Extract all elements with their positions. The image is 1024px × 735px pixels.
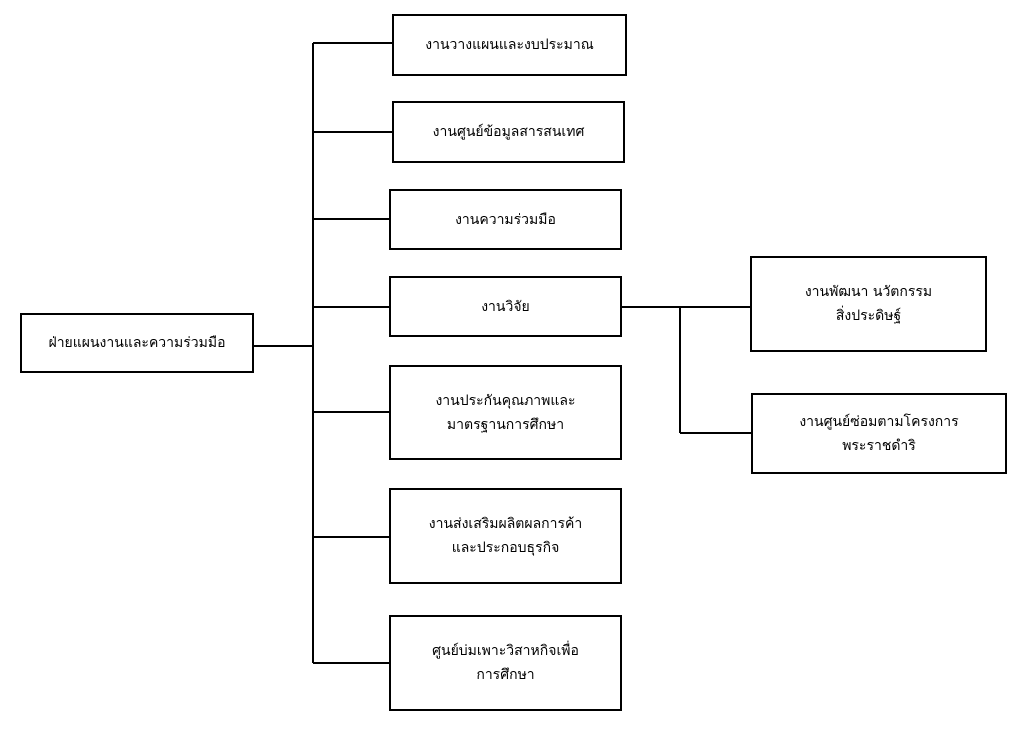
unit-planning-budget: งานวางแผนและงบประมาณ [392, 14, 627, 76]
unit-label: งานวางแผนและงบประมาณ [425, 37, 594, 53]
subunit-royal-repair-center: งานศูนย์ซ่อมตามโครงการ พระราชดำริ [751, 393, 1007, 474]
subunit-innovation: งานพัฒนา นวัตกรรม สิ่งประดิษฐ์ [750, 256, 987, 352]
unit-business-incubator: ศูนย์บ่มเพาะวิสาหกิจเพื่อ การศึกษา [389, 615, 622, 711]
unit-trade-promotion: งานส่งเสริมผลิตผลการค้า และประกอบธุรกิจ [389, 488, 622, 584]
unit-label-line-1: ศูนย์บ่มเพาะวิสาหกิจเพื่อ [432, 643, 579, 659]
unit-label-line-2: มาตรฐานการศึกษา [446, 416, 565, 433]
subunit-label-line-2: สิ่งประดิษฐ์ [835, 308, 902, 324]
subunit-label-line-1: งานศูนย์ซ่อมตามโครงการ [799, 413, 959, 430]
unit-cooperation: งานความร่วมมือ [389, 189, 622, 250]
root-box: ฝ่ายแผนงานและความร่วมมือ [20, 313, 254, 373]
unit-label: งานศูนย์ข้อมูลสารสนเทศ [432, 124, 585, 140]
unit-label-line-1: งานประกันคุณภาพและ [435, 392, 576, 409]
subunit-label-line-2: พระราชดำริ [842, 437, 916, 454]
unit-label: งานวิจัย [481, 298, 530, 315]
unit-label-line-1: งานส่งเสริมผลิตผลการค้า [428, 516, 583, 532]
unit-label-line-2: การศึกษา [476, 667, 535, 683]
subunit-label-line-1: งานพัฒนา นวัตกรรม [804, 284, 933, 300]
unit-research: งานวิจัย [389, 276, 622, 337]
unit-label: งานความร่วมมือ [455, 211, 556, 228]
unit-info-center: งานศูนย์ข้อมูลสารสนเทศ [392, 101, 625, 163]
unit-quality-assurance: งานประกันคุณภาพและ มาตรฐานการศึกษา [389, 365, 622, 460]
unit-label-line-2: และประกอบธุรกิจ [451, 540, 560, 556]
root-label: ฝ่ายแผนงานและความร่วมมือ [48, 335, 226, 351]
